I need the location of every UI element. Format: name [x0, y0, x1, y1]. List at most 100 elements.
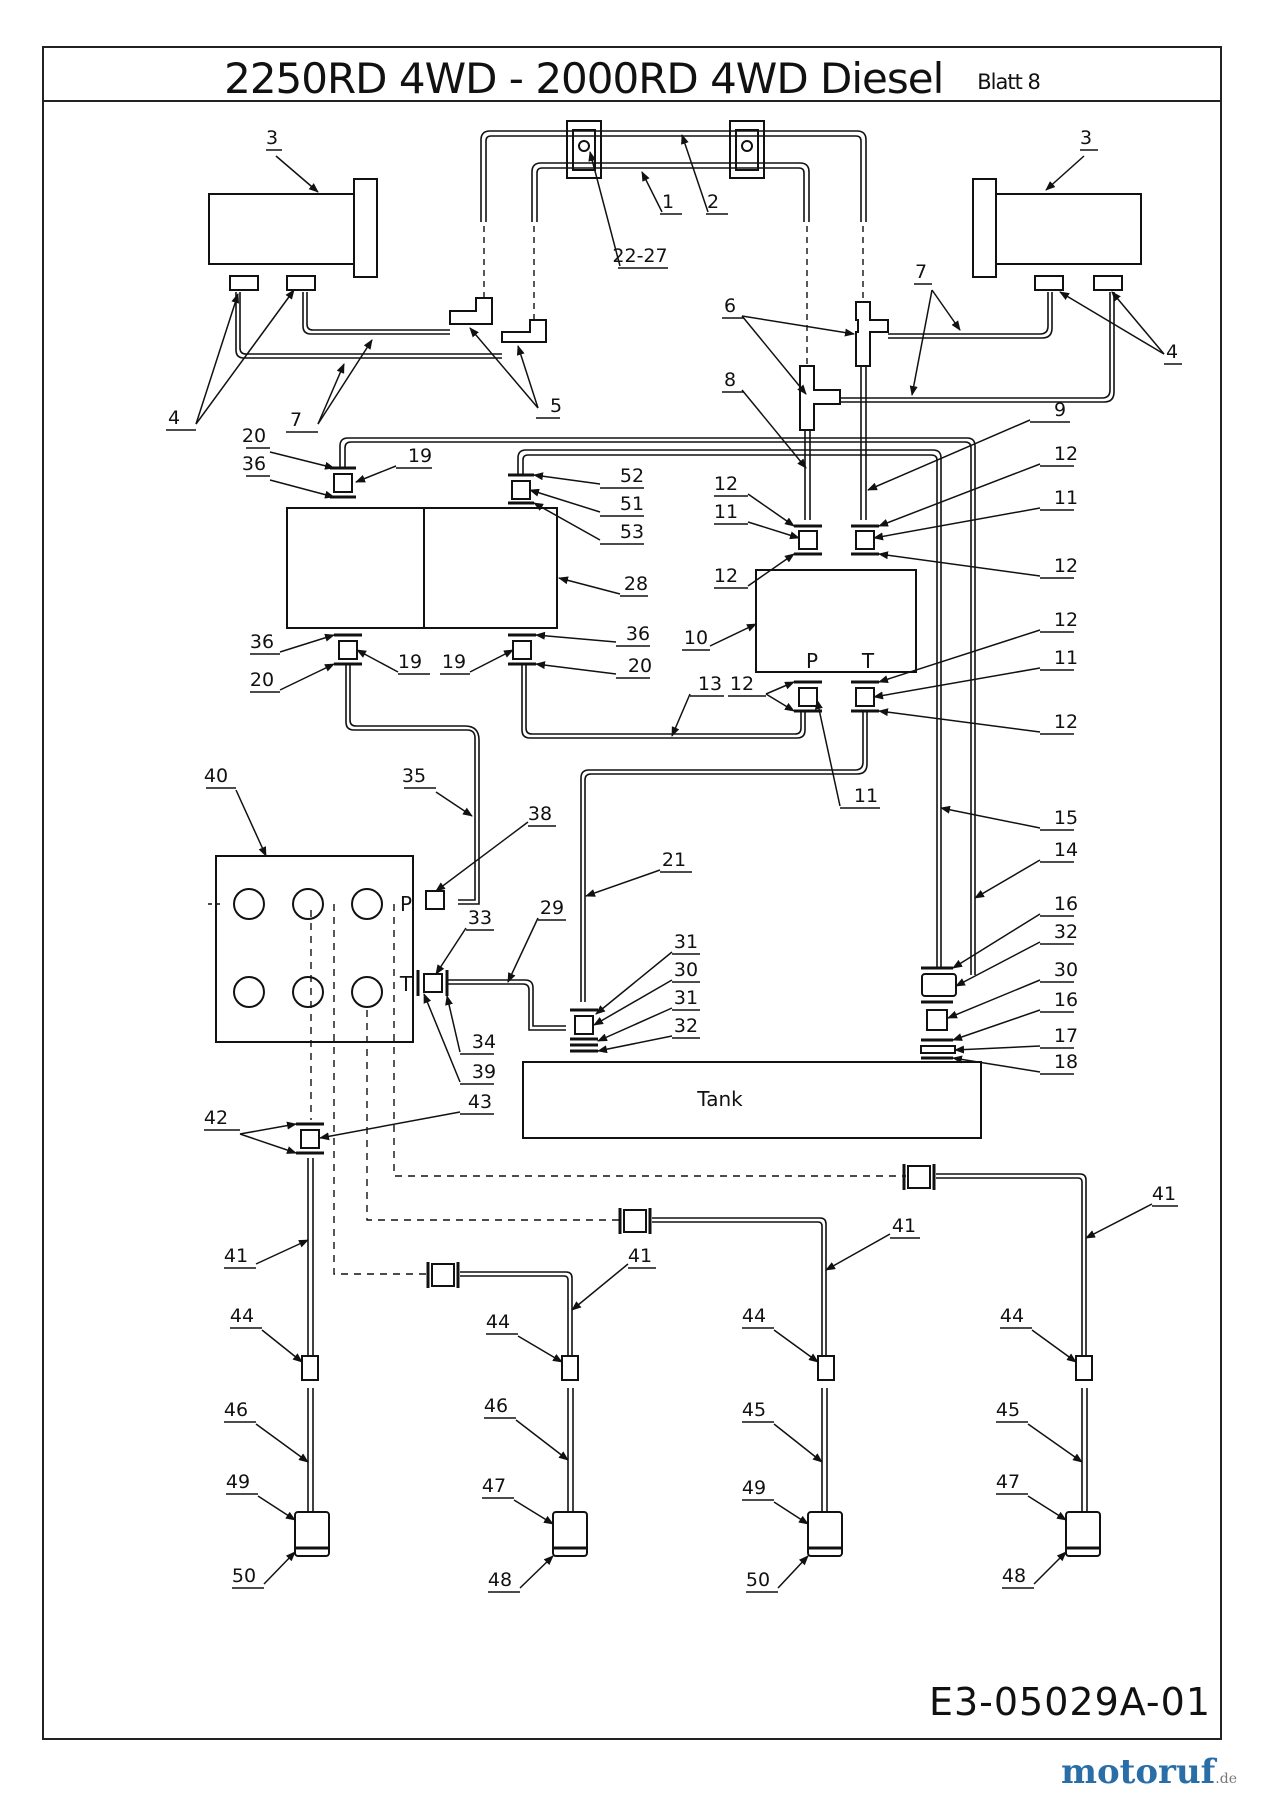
callout-c17: 17	[1054, 1025, 1078, 1047]
port-p-label: P	[806, 649, 818, 673]
callout-leader-c12f-0	[765, 681, 795, 695]
callout-c14: 14	[1054, 839, 1078, 861]
callout-c21: 21	[662, 849, 686, 871]
coupler-41-b	[426, 1262, 573, 1356]
callout-leader-c6-1	[741, 315, 807, 395]
callout-leader-c52-0	[533, 472, 601, 485]
port-t-label: T	[861, 649, 875, 673]
fitting-33	[416, 970, 449, 996]
tank-fitting-right	[920, 966, 957, 1060]
callout-c41a: 41	[224, 1245, 248, 1267]
callout-leader-c15-0	[940, 805, 1041, 829]
callout-leader-c2-0	[681, 134, 709, 213]
callout-c5: 5	[550, 395, 562, 417]
callout-c11c: 11	[1054, 647, 1078, 669]
callout-c12e: 12	[1054, 609, 1078, 631]
fitting-11-right-top	[851, 524, 879, 556]
sheet-number: Blatt 8	[977, 70, 1041, 94]
callout-leader-c43-0	[319, 1111, 461, 1141]
callout-c18: 18	[1054, 1051, 1078, 1073]
drawing-frame	[42, 46, 1222, 1740]
callout-leader-c2227-0	[588, 151, 621, 267]
callout-leader-c31a-0	[595, 951, 673, 1015]
callout-leader-c28-0	[558, 576, 621, 595]
valve-port-p-label: P	[400, 892, 412, 916]
fitting-43	[296, 1122, 324, 1155]
callout-leader-c11d-0	[814, 699, 841, 807]
hydraulic-tank	[522, 1061, 982, 1139]
callout-leader-c41a-0	[255, 1239, 309, 1265]
fitting-19-bottom-right	[508, 633, 536, 666]
callout-leader-c11a-0	[747, 521, 800, 540]
callout-c8: 8	[724, 369, 736, 391]
steering-cylinder-right	[972, 178, 1142, 291]
coupling-column-2	[552, 1355, 588, 1557]
fitting-19-top-left	[330, 466, 356, 499]
callout-c2: 2	[707, 191, 719, 213]
callout-leader-c12b-0	[878, 463, 1041, 527]
line-8	[804, 430, 811, 520]
callout-leader-c16a-0	[952, 913, 1041, 969]
callout-leader-c49a-0	[257, 1495, 296, 1521]
tube-clamp-right	[729, 120, 765, 179]
callout-leader-c9-0	[867, 419, 1031, 491]
fitting-51-top-right	[508, 473, 534, 505]
callout-leader-c4L-0	[195, 293, 240, 425]
hose-line-41-a	[307, 1158, 314, 1356]
callout-leader-c21-0	[585, 869, 661, 897]
line-29	[447, 979, 566, 1031]
callout-leader-c12a-0	[747, 493, 795, 527]
callout-c12b: 12	[1054, 443, 1078, 465]
callout-leader-c5-1	[516, 345, 539, 409]
callout-leader-c46a-0	[255, 1423, 309, 1463]
control-valve-40	[215, 855, 414, 1043]
callout-leader-c20c-0	[279, 663, 335, 691]
callout-leader-c35-0	[435, 791, 473, 817]
callout-c29: 29	[540, 897, 564, 919]
callout-c47a: 47	[482, 1475, 506, 1497]
callout-leader-c17-0	[954, 1045, 1041, 1054]
callout-c45a: 45	[742, 1399, 766, 1421]
callout-c32a: 32	[674, 1015, 698, 1037]
callout-leader-c20a-0	[269, 451, 335, 470]
callout-leader-c48a-0	[519, 1555, 554, 1589]
callout-c11b: 11	[1054, 487, 1078, 509]
callout-c3R: 3	[1080, 127, 1092, 149]
callout-c15: 15	[1054, 807, 1078, 829]
callout-leader-c38-0	[435, 821, 529, 892]
callout-leader-c30a-0	[593, 979, 673, 1026]
callout-leader-c12g-0	[878, 708, 1041, 733]
callout-leader-c8-0	[741, 389, 807, 469]
callout-c7R: 7	[915, 261, 927, 283]
callout-c34: 34	[472, 1031, 496, 1053]
callout-leader-c4R-0	[1111, 291, 1165, 355]
callout-c53: 53	[620, 521, 644, 543]
callout-c20c: 20	[250, 669, 274, 691]
callout-c10: 10	[684, 627, 708, 649]
line-9	[860, 366, 867, 520]
callout-c32b: 32	[1054, 921, 1078, 943]
steering-tube-1	[531, 162, 810, 222]
callout-leader-c41b-0	[571, 1263, 629, 1311]
callout-c49a: 49	[226, 1471, 250, 1493]
valve-block-10	[755, 569, 917, 673]
callout-c12a: 12	[714, 473, 738, 495]
callout-leader-c19a-0	[355, 465, 397, 483]
callout-leader-c12c-0	[878, 551, 1041, 577]
tank-label: Tank	[696, 1087, 743, 1111]
line-7-right	[840, 292, 1115, 403]
line-35	[345, 664, 480, 905]
callout-leader-c19c-0	[469, 649, 514, 673]
steering-cylinder-left	[208, 178, 378, 291]
valve-port-t-label: T	[399, 972, 413, 996]
tee-fitting-6-lower	[799, 365, 841, 431]
brand-watermark: motoruf.de	[1061, 1752, 1237, 1792]
callout-c31a: 31	[674, 931, 698, 953]
callout-c19c: 19	[442, 651, 466, 673]
callout-leader-c53-0	[533, 502, 601, 541]
control-dashed-lines	[310, 904, 906, 1275]
line-15	[517, 449, 942, 968]
